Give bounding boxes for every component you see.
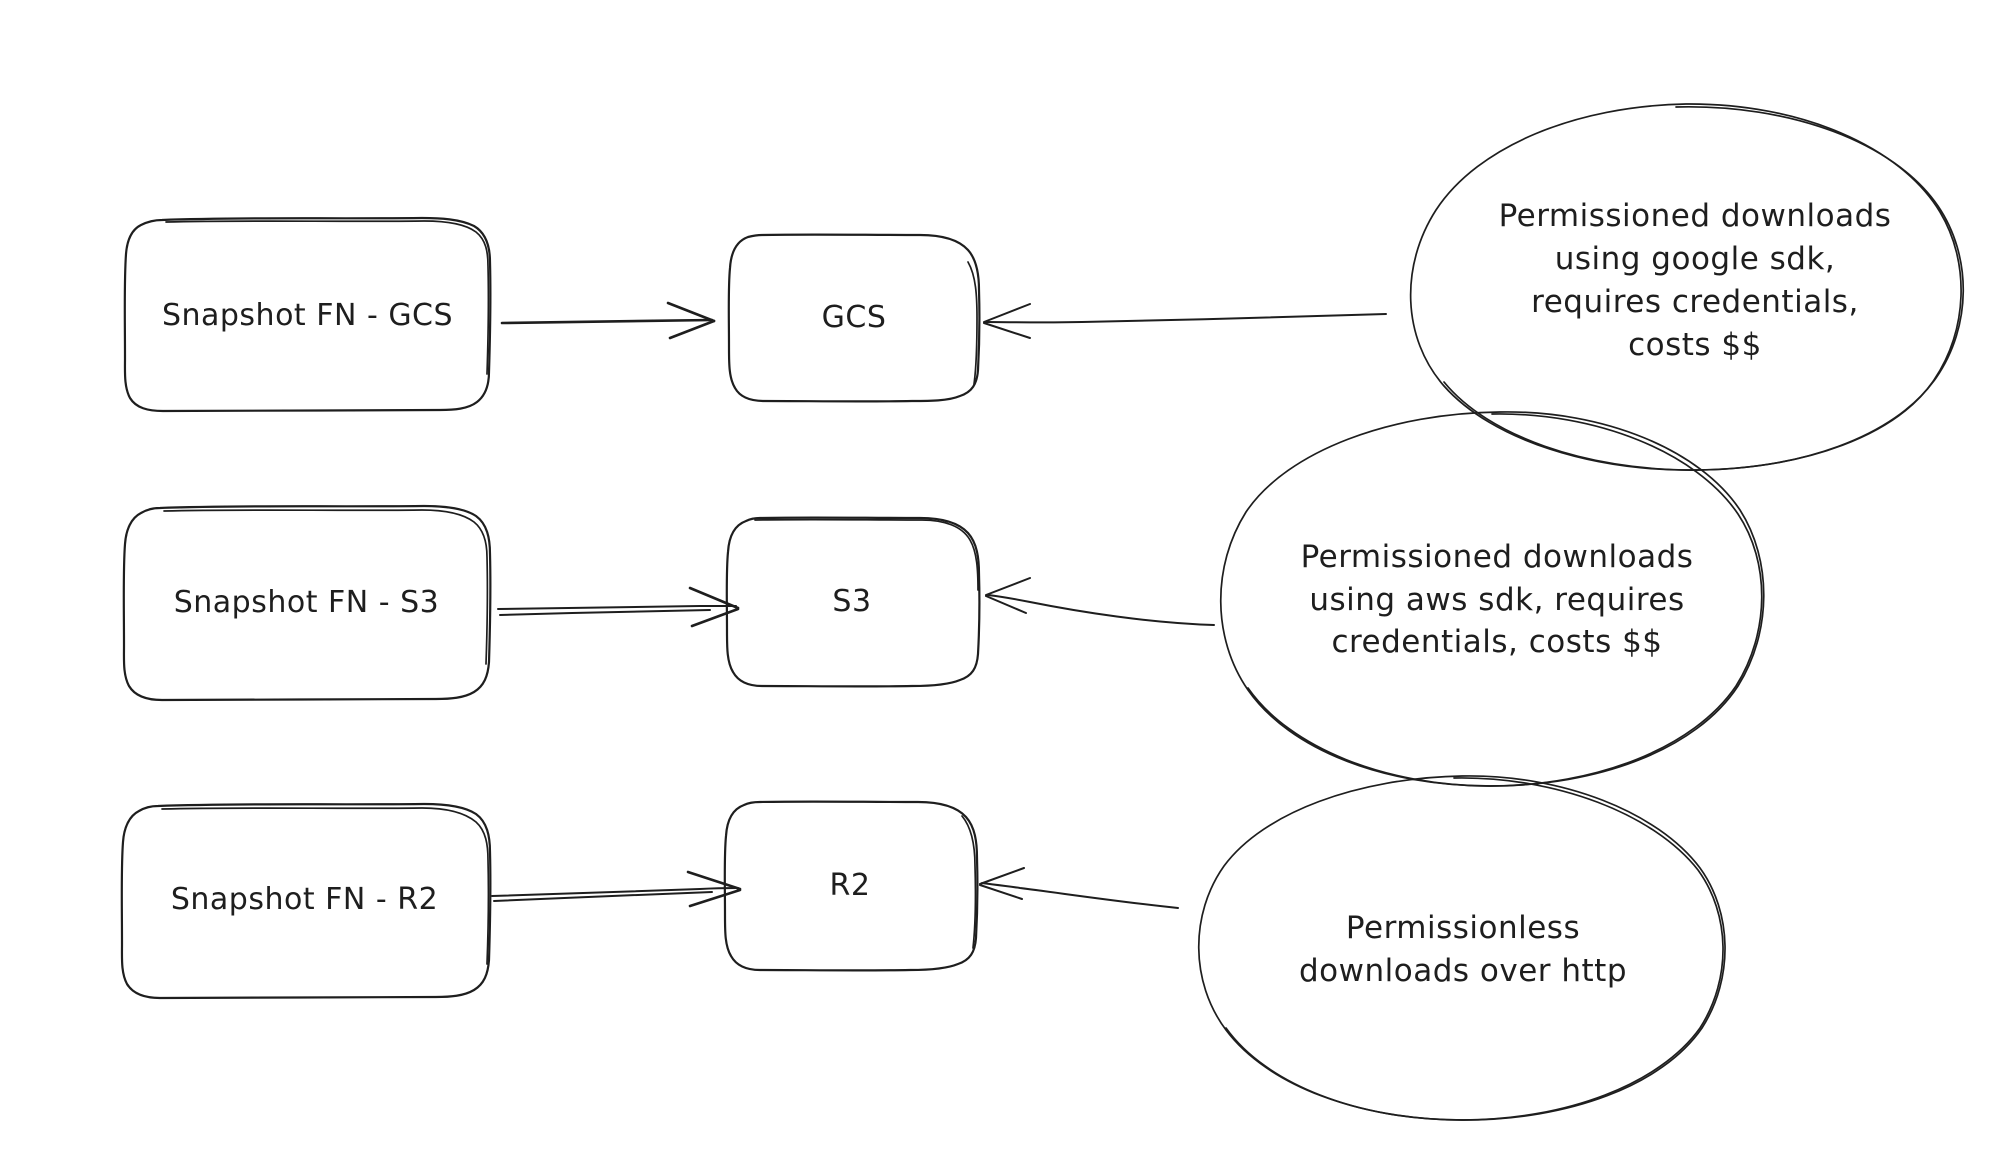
note-to-store-arrow-gcs xyxy=(983,303,1387,339)
source-to-store-arrow-s3 xyxy=(497,586,740,628)
source-box-r2[interactable] xyxy=(120,802,492,1000)
store-box-r2[interactable] xyxy=(723,800,979,972)
note-to-store-arrow-s3 xyxy=(985,577,1215,626)
source-box-s3[interactable] xyxy=(122,504,492,702)
note-to-store-arrow-r2 xyxy=(979,867,1179,909)
store-box-gcs[interactable] xyxy=(727,233,981,403)
note-ellipse-r2[interactable] xyxy=(1197,775,1726,1121)
note-ellipse-gcs[interactable] xyxy=(1409,103,1965,471)
note-ellipse-s3[interactable] xyxy=(1219,411,1765,787)
source-to-store-arrow-r2 xyxy=(491,870,742,908)
source-box-gcs[interactable] xyxy=(123,216,492,413)
source-to-store-arrow-gcs xyxy=(500,301,716,340)
store-box-s3[interactable] xyxy=(725,516,981,688)
